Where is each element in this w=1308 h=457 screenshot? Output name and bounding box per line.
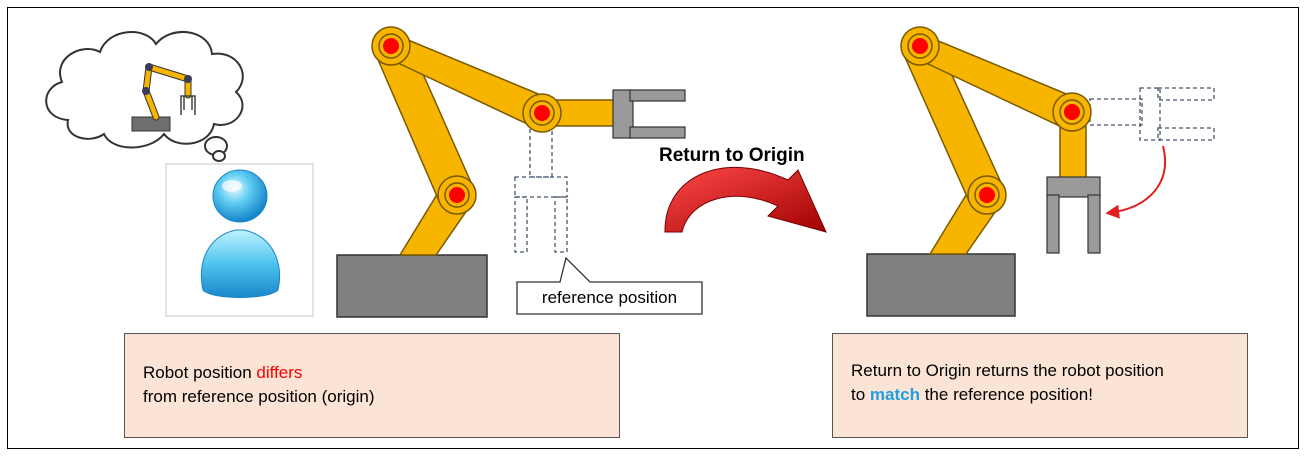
mini-robot-icon: [131, 63, 196, 132]
robot-arm-left: [336, 26, 686, 318]
person-icon: [165, 163, 314, 317]
reference-position-callout: [516, 256, 703, 315]
diagram-frame: [7, 7, 1299, 449]
note-left-prefix: Robot position: [143, 363, 257, 382]
robot-arm-right: [866, 26, 1215, 317]
note-left-line1: Robot position differs: [143, 361, 619, 385]
reference-gripper-outline: [514, 124, 568, 253]
joint-right-shoulder: [900, 26, 940, 66]
joint-left-shoulder: [371, 26, 411, 66]
joint-left-elbow: [437, 175, 477, 215]
gripper-right: [1046, 176, 1101, 254]
joint-left-wrist: [522, 93, 562, 133]
note-right-suffix: the reference position!: [919, 385, 1093, 404]
gripper-move-arrow: [1105, 145, 1166, 219]
highlight-differs: differs: [256, 363, 303, 382]
note-position-differs: Robot position differs from reference po…: [124, 333, 620, 438]
note-return-to-origin: Return to Origin returns the robot posit…: [832, 333, 1248, 438]
previous-gripper-outline: [1089, 87, 1215, 141]
robot-base-left: [336, 254, 488, 318]
joint-right-wrist: [1052, 92, 1092, 132]
robot-base-right: [866, 253, 1016, 317]
gripper-left: [612, 89, 686, 139]
reference-position-label: reference position: [541, 288, 678, 307]
highlight-match: match: [869, 385, 920, 404]
return-arrow: [664, 166, 827, 233]
joint-right-elbow: [967, 175, 1007, 215]
note-left-line2: from reference position (origin): [143, 387, 375, 406]
note-right-line2: to match the reference position!: [851, 383, 1247, 407]
return-to-origin-label: Return to Origin: [659, 145, 805, 166]
note-right-prefix: to: [851, 385, 870, 404]
note-right-line1: Return to Origin returns the robot posit…: [851, 361, 1164, 380]
